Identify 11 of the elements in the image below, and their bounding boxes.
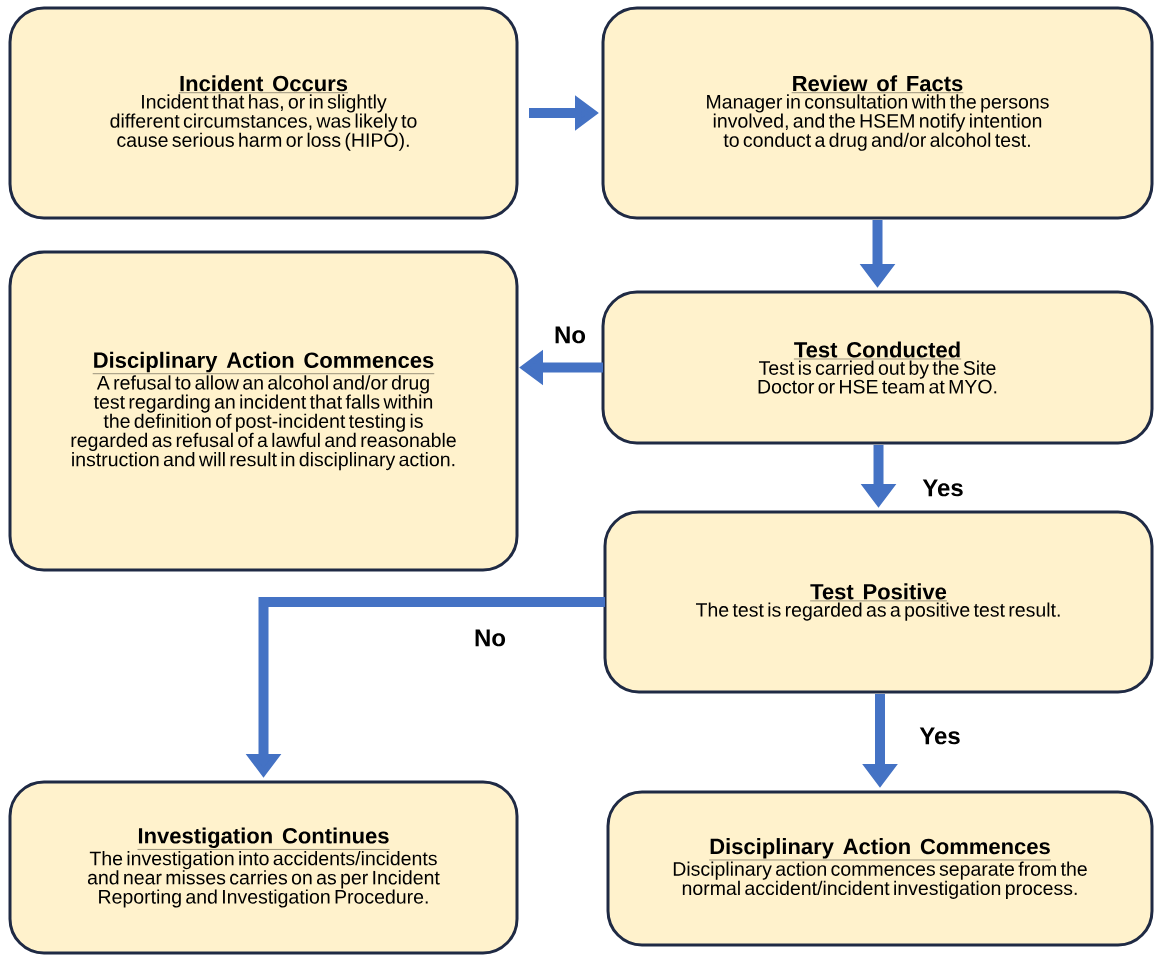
process-box: Review of Facts Manager in consultation with the persons involved, and the HSEM notify intention to conduct a drug and/or alcohol test. <box>601 6 1154 220</box>
edge-label: Yes <box>921 478 965 498</box>
process-box: Test Positive The test is regarded as a positive test result. <box>603 510 1154 694</box>
process-box: Disciplinary Action Commences A refusal to allow an alcohol and/or drug test regarding an incident that falls within the definition of post-incident testing is regarded as refusal of a lawful and reasonable instruction and will result in disciplinary action. <box>8 250 519 572</box>
process-box: Disciplinary Action Commences Disciplinary action commences separate from the normal accident/incident investigation process. <box>606 790 1154 947</box>
edge-label: No <box>553 325 587 345</box>
process-box: Incident Occurs Incident that has, or in slightly different circumstances, was likely to cause serious harm or loss (HIPO). <box>8 6 519 220</box>
process-box: Test Conducted Test is carried out by the Site Doctor or HSE team at MYO. <box>601 290 1154 445</box>
process-box: Investigation Continues The investigation into accidents/incidents and near misses carries on as per Incident Reporting and Investigation Procedure. <box>8 780 519 955</box>
edge-label: Yes <box>918 726 962 746</box>
edge-label: No <box>473 628 507 648</box>
